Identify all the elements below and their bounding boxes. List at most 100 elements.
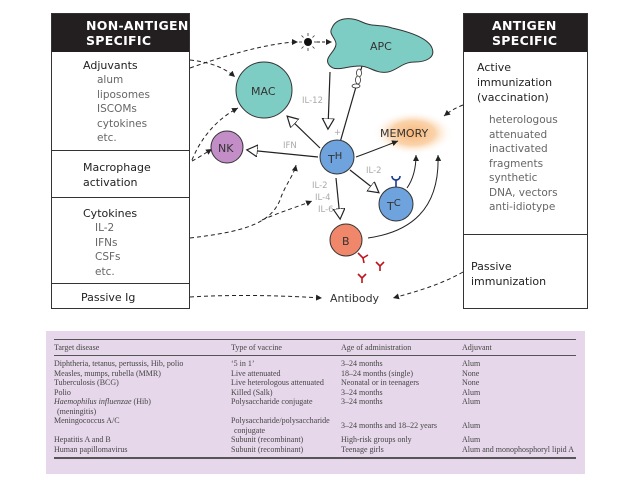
il2-tc-label: IL-2	[366, 166, 382, 176]
arrow-passive-immunization-to-antibody	[392, 271, 464, 300]
header-line: NON-ANTIGEN	[86, 18, 189, 33]
cell-disease: Hepatitis A and B	[54, 435, 111, 444]
arrow-th-to-b	[336, 177, 340, 218]
cell-type: Live attenuated	[231, 368, 281, 378]
cell-disease: Human papillomavirus	[54, 444, 128, 454]
cytokine-item: CSFs	[95, 251, 121, 263]
antigen-specific-header: ANTIGEN SPECIFIC	[464, 14, 587, 52]
passive-immunization-title: immunization	[471, 275, 547, 288]
vaccine-type-item: anti-idiotype	[489, 201, 556, 213]
cell-age: 3–24 months	[341, 359, 383, 368]
cell-type: Polysaccharide/polysaccharide conjugate	[231, 416, 341, 435]
arrow-adjuvants-to-antigen	[189, 39, 299, 69]
arrow-macact-to-mac	[191, 107, 239, 161]
vaccine-type-item: attenuated	[489, 128, 548, 141]
adjuvant-item: ISCOMs	[97, 103, 137, 115]
table-row: Human papillomavirus Subunit (recombinan…	[54, 445, 576, 459]
cell-type: Killed (Salk)	[231, 387, 273, 397]
adjuvant-item: liposomes	[97, 88, 150, 101]
th-cell	[319, 139, 355, 175]
header-type-of-vaccine: Type of vaccine	[231, 343, 282, 352]
tc-label: TC	[386, 198, 401, 213]
table-header-row: Target disease Type of vaccine Age of ad…	[54, 339, 576, 356]
passive-immunization-title: Passive	[471, 260, 512, 273]
th-sup: H	[335, 151, 343, 162]
il2-b-label: IL-2	[312, 181, 328, 191]
il12-label: IL-12	[302, 96, 323, 106]
non-antigen-specific-header: NON-ANTIGEN SPECIFIC	[52, 14, 189, 52]
vaccine-type-item: DNA, vectors	[489, 186, 558, 199]
active-immunization-title: immunization	[477, 76, 553, 89]
arrow-macact-to-nk	[191, 148, 213, 162]
active-immunization-title: Active	[477, 61, 512, 74]
cell-disease: Polio	[54, 387, 71, 397]
antibody-icons	[357, 252, 385, 283]
adjuvants-title: Adjuvants	[83, 59, 138, 72]
cell-age: 3–24 months and 18–22 years	[341, 420, 437, 430]
plus-label: +	[334, 128, 341, 138]
cell-age: High-risk groups only	[341, 435, 412, 444]
cell-type: Live heterologous attenuated	[231, 378, 324, 387]
antibody-icon	[375, 261, 385, 271]
adjuvant-item: alum	[97, 74, 124, 86]
cytokine-item: IL-2	[95, 222, 115, 234]
antibody-icon	[357, 273, 367, 283]
cell-adjuvant: Alum	[462, 435, 481, 444]
arrow-cytokines-to-b	[261, 200, 313, 221]
tcr-receptor-icon	[391, 175, 401, 187]
cell-disease: Tuberculosis (BCG)	[54, 378, 119, 387]
arrow-th-to-memory	[355, 140, 399, 158]
tcr-mhc-icon	[351, 68, 362, 89]
active-immunization-title: (vaccination)	[477, 91, 549, 104]
adjuvant-item: cytokines	[97, 117, 148, 130]
vaccine-type-item: synthetic	[489, 172, 538, 184]
cell-disease-line: Haemophilus influenzae (Hib)	[54, 397, 231, 407]
table-row: Haemophilus influenzae (Hib) (meningitis…	[54, 397, 576, 416]
cytokines-section: Cytokines IL-2 IFNs CSFs etc.	[52, 197, 189, 283]
vaccine-table-panel: Target disease Type of vaccine Age of ad…	[46, 331, 585, 474]
immune-diagram: APC MAC NK TH TC B MEMORY Antibody IL-12	[189, 18, 464, 305]
cell-age: 18–24 months (single)	[341, 368, 413, 378]
passive-ig-section: Passive Ig	[52, 283, 189, 313]
antigen-icon	[299, 33, 317, 51]
il4-b-label: IL-4	[315, 193, 331, 203]
passive-ig-title: Passive Ig	[81, 291, 136, 304]
cell-type: Subunit (recombinant)	[231, 444, 304, 454]
arrow-tc-to-memory	[406, 154, 419, 189]
cytokine-item: IFNs	[95, 236, 118, 249]
cell-disease: Measles, mumps, rubella (MMR)	[54, 368, 161, 378]
arrow-b-to-memory	[367, 154, 442, 239]
disease-italic: Haemophilus influenzae	[54, 397, 132, 406]
vaccine-type-item: fragments	[489, 157, 544, 170]
th-label: TH	[327, 151, 342, 166]
table-row: Polio Killed (Salk) 3–24 months Alum	[54, 388, 576, 398]
tc-sup: C	[394, 198, 401, 209]
il6-b-label: IL-6	[318, 205, 334, 215]
cell-adjuvant: Alum and monophosphoryl lipid A	[462, 444, 574, 454]
header-age-of-administration: Age of administration	[341, 343, 412, 352]
arrow-apc-to-th-il12	[328, 71, 330, 128]
cell-age: Neonatal or in teenagers	[341, 378, 419, 387]
cell-age: 3–24 months	[341, 397, 383, 406]
antigen-specific-panel: ANTIGEN SPECIFIC Active immunization (va…	[463, 13, 588, 309]
vaccine-type-item: inactivated	[489, 143, 548, 155]
antibody-icon	[357, 252, 369, 264]
cell-age: 3–24 months	[341, 387, 383, 397]
cell-adjuvant: Alum	[462, 397, 481, 406]
vaccine-type-item: heterologous	[489, 114, 558, 126]
table-row: Diphtheria, tetanus, pertussis, Hib, pol…	[54, 356, 576, 369]
active-immunization-section: Active immunization (vaccination) hetero…	[464, 52, 587, 234]
cell-adjuvant: Alum	[462, 420, 481, 430]
mac-label: MAC	[251, 85, 276, 98]
cell-disease: Haemophilus influenzae (Hib) (meningitis…	[54, 397, 231, 416]
apc-label: APC	[370, 40, 392, 53]
cytokines-title: Cytokines	[83, 207, 138, 220]
cell-type-line2: conjugate	[234, 425, 266, 435]
table-row: Meningococcus A/C Polysaccharide/polysac…	[54, 416, 576, 435]
memory-label: MEMORY	[380, 127, 429, 140]
mac-cell	[235, 61, 293, 119]
header-line: ANTIGEN	[492, 18, 557, 33]
cell-age: Teenage girls	[341, 444, 384, 454]
macrophage-activation-section: Macrophage activation	[52, 150, 189, 197]
macrophage-activation-title: activation	[83, 176, 138, 189]
